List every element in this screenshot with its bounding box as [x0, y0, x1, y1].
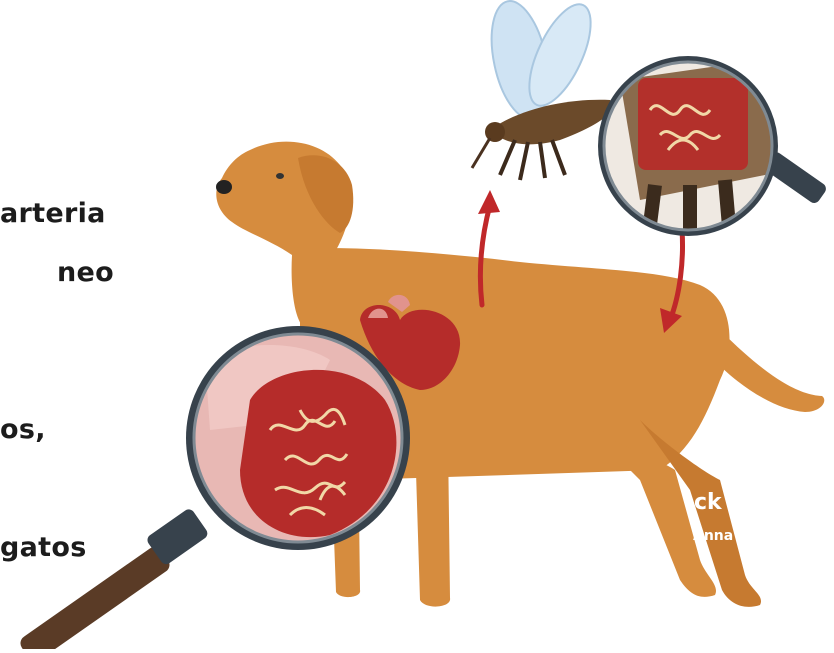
text-line-4: gatos	[0, 532, 87, 563]
magnifier-mosquito	[598, 56, 828, 240]
mosquito	[472, 0, 613, 180]
watermark-fragment: ck	[694, 490, 722, 515]
watermark: ck Anna	[688, 488, 758, 566]
up-arrow-head	[478, 190, 500, 214]
dog-nose	[216, 180, 232, 194]
text-line-2: neo	[57, 257, 114, 288]
magnifier-heart	[17, 326, 410, 649]
text-line-3: os,	[0, 414, 46, 445]
dog-eye	[276, 173, 284, 179]
text-line-1: arteria	[0, 198, 106, 229]
watermark-name: Anna	[693, 528, 733, 544]
